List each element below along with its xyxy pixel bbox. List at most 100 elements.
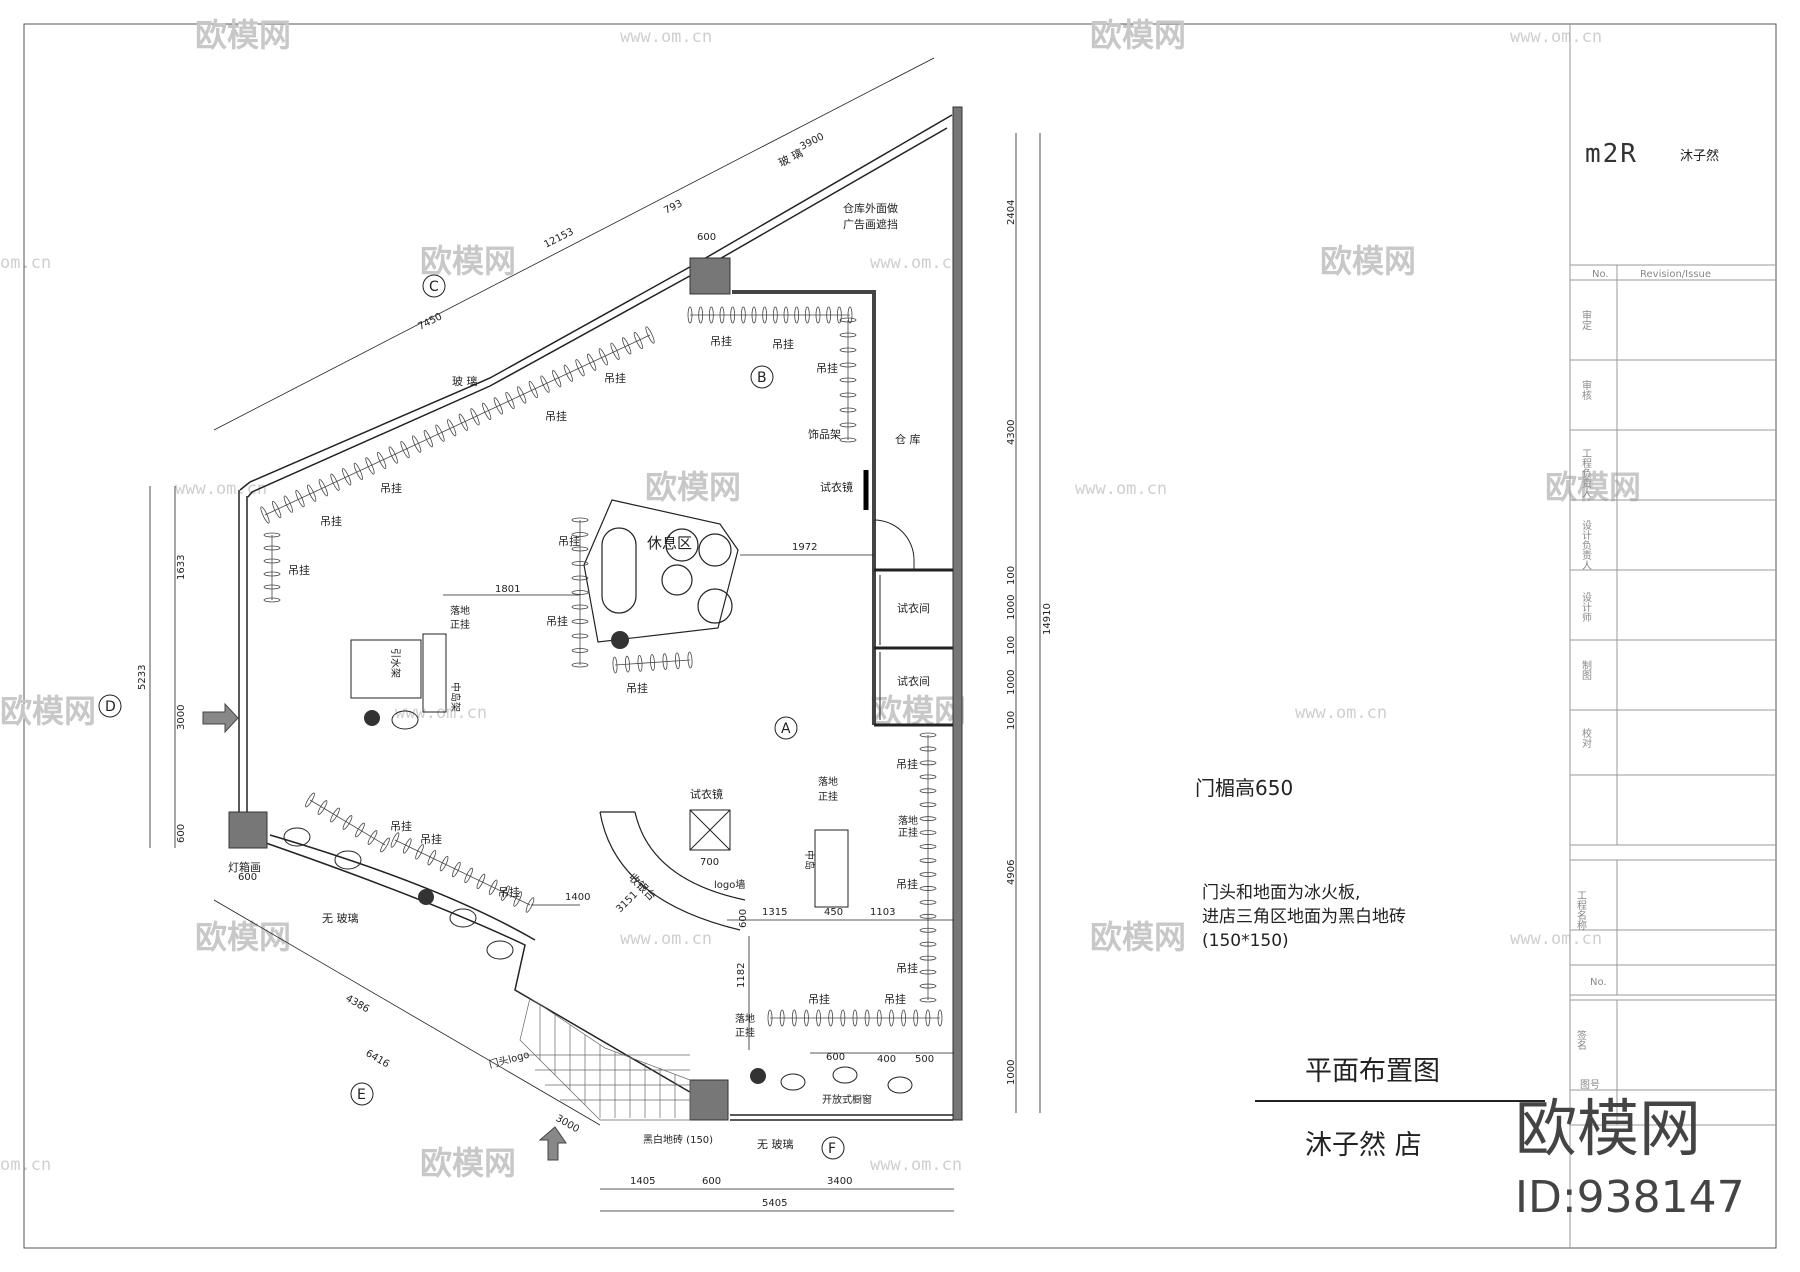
- watermark-brand: 欧模网: [420, 242, 516, 280]
- hanger: [575, 359, 585, 377]
- tb-no-header: No.: [1592, 269, 1609, 280]
- label-light-box: 灯箱画: [228, 860, 261, 874]
- hanger: [839, 362, 857, 368]
- hanger: [353, 462, 363, 480]
- hanger: [307, 484, 317, 502]
- section-marker-circle: [821, 1136, 845, 1160]
- hanger: [828, 1009, 834, 1027]
- dim-left-total: 5233: [137, 665, 148, 690]
- rack-bar: [309, 799, 386, 846]
- watermark-url: www.om.cn: [870, 253, 962, 273]
- watermark-url: www.om.cn: [620, 929, 712, 949]
- hanger: [836, 306, 842, 324]
- hanger: [794, 306, 800, 324]
- hanger: [839, 407, 857, 413]
- hanger: [913, 1009, 919, 1027]
- hanger: [919, 844, 937, 849]
- hanging-racks: [260, 306, 943, 1027]
- hanger: [637, 654, 643, 672]
- hanger: [847, 306, 853, 324]
- hanger: [708, 306, 714, 324]
- drawing-title: 平面布置图: [1305, 1056, 1440, 1087]
- hanger: [650, 654, 655, 671]
- hanger: [318, 479, 328, 497]
- hanger: [263, 532, 281, 538]
- dim-right-1000: 1000: [1006, 1060, 1017, 1085]
- tb-row-label: 审定: [1580, 309, 1592, 331]
- hanger: [505, 391, 515, 410]
- watermark-brand: 欧模网: [1090, 918, 1186, 956]
- label-floor-standing-6: 正挂: [898, 826, 918, 839]
- hanger: [540, 375, 550, 393]
- label-floor-standing-8: 正挂: [735, 1026, 755, 1039]
- dim-left-3000: 3000: [176, 705, 187, 730]
- hanger: [919, 830, 937, 836]
- lintel-note: 门楣高650: [1195, 776, 1293, 800]
- hanger: [355, 822, 365, 838]
- dim-600-v: 600: [738, 909, 749, 928]
- label-fitting-mirror: 试衣镜: [820, 480, 853, 494]
- mid-island-rack-left: [422, 633, 447, 713]
- hanger: [571, 561, 589, 566]
- dim-right-total: 14910: [1042, 603, 1053, 635]
- tb-no-label: No.: [1590, 977, 1607, 988]
- hanger: [587, 353, 597, 371]
- hanger: [295, 490, 305, 508]
- dim-right-100c: 100: [1006, 711, 1017, 730]
- watermark-url: om.cn: [0, 1155, 51, 1175]
- hanger: [730, 306, 736, 324]
- section-marker-circle: [350, 1082, 374, 1106]
- water-bar: [350, 639, 422, 699]
- hanger: [839, 317, 857, 323]
- hanger: [779, 1009, 785, 1027]
- watermark-url: www.om.cn: [1510, 929, 1602, 949]
- hanger: [783, 306, 789, 324]
- hanger: [919, 760, 937, 766]
- hanger: [839, 392, 857, 398]
- hanger: [571, 546, 589, 552]
- hanger: [571, 517, 589, 523]
- tb-row-label: 制图: [1580, 659, 1592, 681]
- hanging-label: 吊挂: [545, 409, 567, 423]
- hanger: [598, 348, 608, 366]
- hanging-label: 吊挂: [390, 819, 412, 833]
- tb-row-label: 工程负责人: [1580, 448, 1592, 498]
- label-fitting-room-2: 试衣间: [897, 674, 930, 688]
- dim-left-1633: 1633: [176, 555, 187, 580]
- section-marker-label: E: [357, 1087, 366, 1103]
- hanging-label: 吊挂: [896, 757, 918, 771]
- hanger: [571, 662, 589, 668]
- dimension-lines: [149, 57, 1041, 1212]
- watermark-url: www.om.cn: [620, 27, 712, 47]
- dim-3151: 3151: [614, 889, 640, 915]
- lounge-area: [583, 499, 739, 643]
- hanger: [571, 648, 589, 653]
- hanger: [919, 802, 937, 808]
- section-marker-label: F: [828, 1141, 836, 1157]
- watermark-url: www.om.cn: [1295, 703, 1387, 723]
- hanger: [937, 1009, 943, 1027]
- label-no-glass-left: 无 玻璃: [322, 911, 359, 925]
- dim-4386: 4386: [344, 993, 372, 1015]
- label-floor-standing-3: 落地: [818, 775, 838, 788]
- label-warehouse-ad-2: 广告画遮挡: [843, 217, 898, 231]
- entry-arrow-icon: [202, 702, 567, 1161]
- hanger: [283, 495, 293, 513]
- dim-col-600: 600: [697, 232, 716, 243]
- label-warehouse: 仓 库: [895, 432, 921, 446]
- label-fitting-mirror-2: 试衣镜: [690, 787, 723, 801]
- hanger: [493, 397, 503, 415]
- hanger: [919, 816, 937, 822]
- hanger: [470, 408, 480, 426]
- hanger: [525, 897, 535, 913]
- hanger: [402, 838, 412, 854]
- dim-right-1000a: 1000: [1006, 595, 1017, 620]
- sheet-border: [23, 23, 1777, 1249]
- hanger: [528, 380, 538, 399]
- dim-right-100a: 100: [1006, 566, 1017, 585]
- hanger: [380, 837, 390, 853]
- label-floor-standing-1: 落地: [450, 604, 470, 617]
- hanger: [513, 891, 523, 907]
- hanger: [317, 800, 328, 815]
- hanger: [889, 1009, 894, 1027]
